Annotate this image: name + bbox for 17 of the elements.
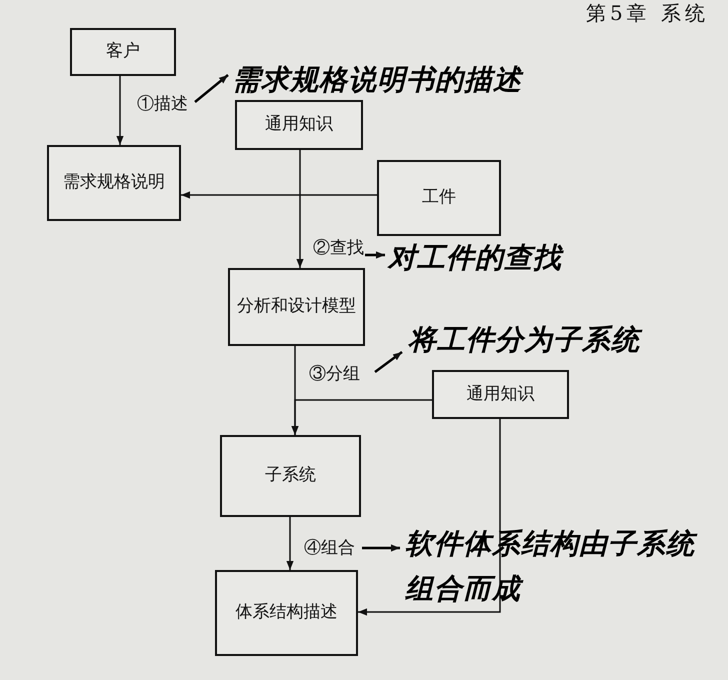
process-box: 体系结构描述 — [215, 570, 358, 656]
handwritten-note: 对工件的查找 — [388, 240, 562, 276]
process-box: 子系统 — [220, 435, 361, 517]
process-box: 分析和设计模型 — [228, 268, 365, 346]
process-box: 工件 — [377, 160, 501, 236]
process-box: 通用知识 — [432, 370, 569, 419]
process-box: 客户 — [70, 28, 176, 76]
arrow — [291, 399, 432, 435]
handwritten-note: 将工件分为子系统 — [408, 318, 640, 363]
arrow — [286, 517, 294, 570]
arrow — [181, 191, 377, 199]
arrow — [358, 419, 501, 616]
process-box: 需求规格说明 — [47, 145, 181, 221]
arrow — [296, 150, 304, 268]
handwritten-note: 需求规格说明书的描述 — [232, 62, 522, 98]
process-box: 通用知识 — [235, 100, 363, 150]
arrow — [116, 76, 124, 145]
